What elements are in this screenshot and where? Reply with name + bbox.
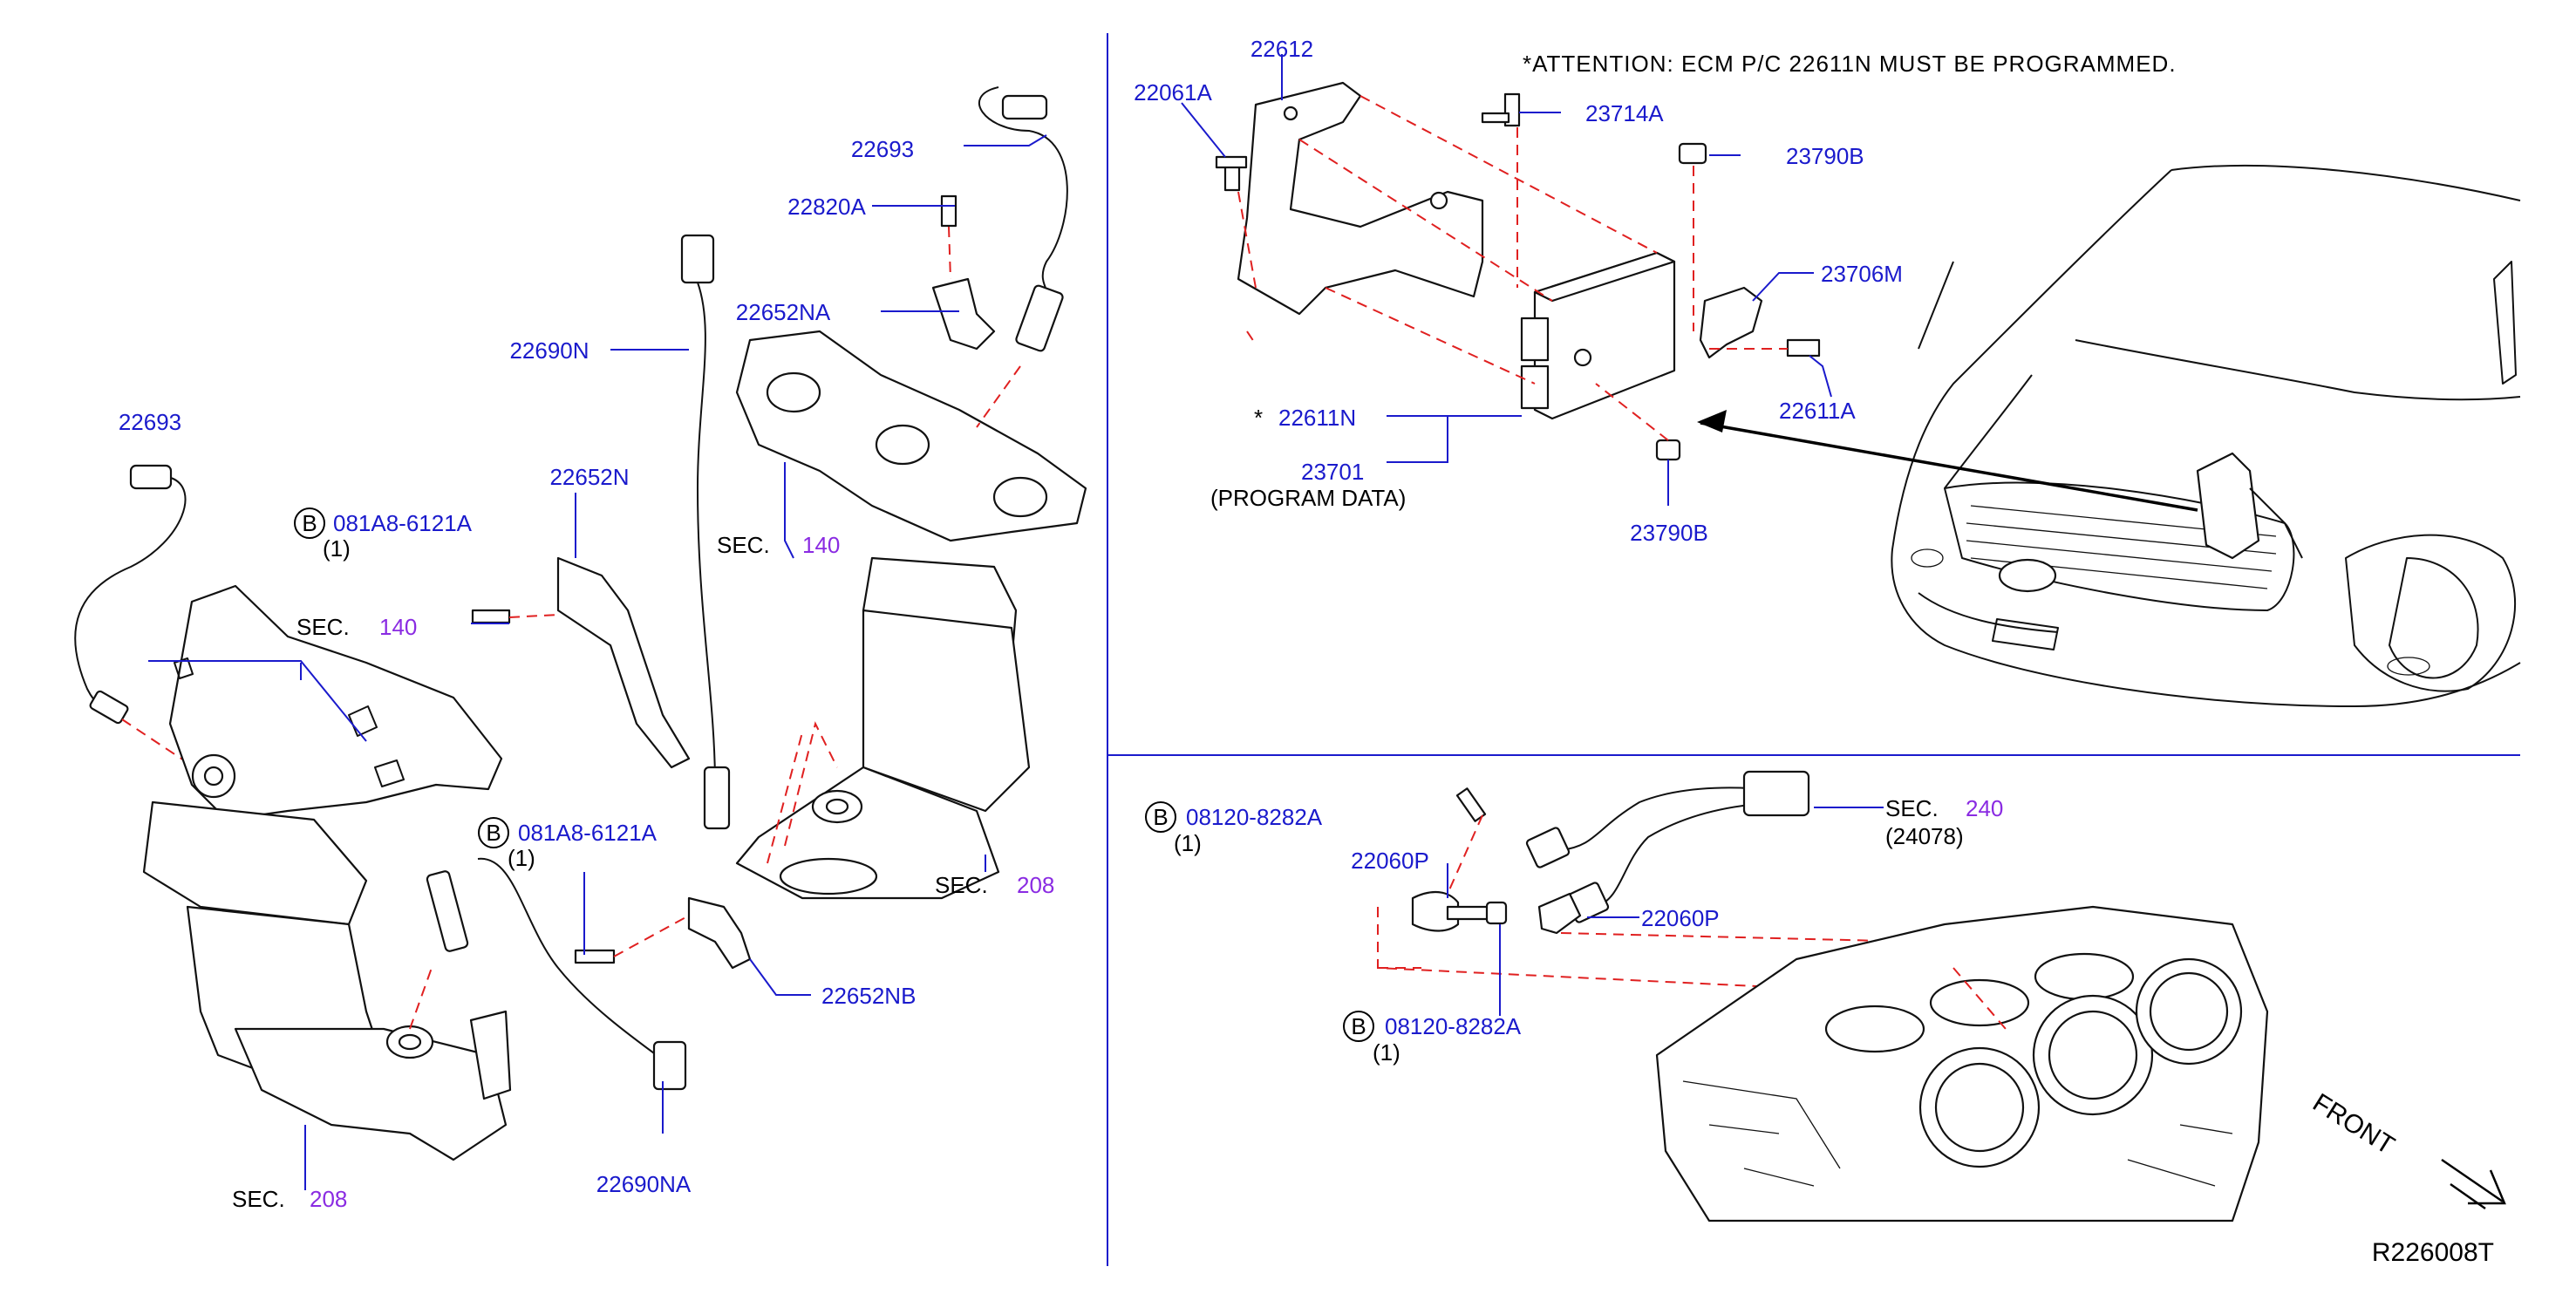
sec-240-label: 240 xyxy=(1966,795,2003,821)
part-22060P-label: 22060P xyxy=(1351,848,1429,874)
part-22690NA-label: 22690NA xyxy=(596,1171,692,1197)
converter-flange-icon xyxy=(142,800,368,926)
sec-label: SEC. xyxy=(717,532,770,558)
sensor-connector-icon xyxy=(680,234,715,284)
part-081A8-6121A-label: 081A8-6121A xyxy=(518,820,658,846)
svg-text:B: B xyxy=(1351,1013,1366,1039)
sec-label: SEC. xyxy=(296,614,350,640)
attention-note: *ATTENTION: ECM P/C 22611N MUST BE PROGR… xyxy=(1523,51,2177,77)
bracket-icon xyxy=(687,896,752,970)
part-22652N-label: 22652N xyxy=(549,464,629,490)
bolt-marker-b: B xyxy=(1343,1011,1374,1042)
ecm-bracket-icon xyxy=(1237,81,1484,316)
bolt-icon xyxy=(1786,338,1821,358)
harness-connector-icon xyxy=(1742,770,1810,817)
oxygen-sensor-icon xyxy=(703,766,731,830)
bolt-marker-b: B xyxy=(294,507,325,539)
sec-label: SEC. xyxy=(1885,795,1939,821)
program-data-label: (PROGRAM DATA) xyxy=(1210,485,1406,511)
svg-text:B: B xyxy=(486,820,501,846)
sec-label: SEC. xyxy=(232,1186,285,1212)
sensor-wire xyxy=(74,477,187,718)
arrow-head-icon xyxy=(1697,410,1727,432)
part-23701-label: 23701 xyxy=(1301,459,1364,485)
vehicle-front-icon xyxy=(1891,164,2521,707)
qty-label: (1) xyxy=(1174,830,1202,856)
asterisk-mark: * xyxy=(1254,405,1263,431)
bolt-icon xyxy=(1446,905,1491,921)
part-22693-label: 22693 xyxy=(119,409,181,435)
bolt-icon xyxy=(574,949,616,964)
part-22820A-label: 22820A xyxy=(787,194,866,220)
sensor-connector-icon xyxy=(1001,94,1048,120)
qty-label: (1) xyxy=(323,535,351,562)
ecm-bracket-small-icon xyxy=(1699,286,1763,359)
part-22612-label: 22612 xyxy=(1251,36,1313,62)
left-manifold-assembly xyxy=(74,86,1087,1161)
knock-sensor-assembly xyxy=(1377,770,2269,1222)
bolt-icon xyxy=(940,194,957,228)
part-08120-8282A-label: 08120-8282A xyxy=(1186,804,1323,830)
svg-text:B: B xyxy=(1153,804,1168,830)
knock-sensor-icon xyxy=(1411,891,1460,932)
front-arrow-icon xyxy=(2441,1158,2506,1210)
sensor-wire-4 xyxy=(477,857,681,1073)
sensor-connector-icon xyxy=(652,1040,687,1091)
part-22611A-label: 22611A xyxy=(1779,398,1856,424)
part-23790B-label: 23790B xyxy=(1630,520,1708,546)
sec-208-label: 208 xyxy=(310,1186,347,1212)
sec-208-label: 208 xyxy=(1017,872,1054,898)
bracket-icon xyxy=(931,277,996,351)
part-081A8-6121A-label: 081A8-6121A xyxy=(333,510,473,536)
sensor-wire-3 xyxy=(697,282,716,786)
location-arrow xyxy=(1700,421,2198,512)
oxygen-sensor-icon xyxy=(89,690,129,725)
part-22652NA-label: 22652NA xyxy=(736,299,831,325)
nut-icon xyxy=(1678,142,1707,165)
sensor-connector-icon xyxy=(129,464,173,490)
connector-icon xyxy=(1525,827,1571,868)
part-23714A-label: 23714A xyxy=(1585,100,1664,126)
part-23706M-label: 23706M xyxy=(1821,261,1903,287)
sec-140-label: 140 xyxy=(379,614,417,640)
part-22061A-label: 22061A xyxy=(1134,79,1212,106)
oxygen-sensor-icon xyxy=(426,870,469,952)
ecm-assembly xyxy=(1215,81,1821,461)
sec-140-label: 140 xyxy=(802,532,840,558)
bolt-icon xyxy=(471,609,511,624)
part-22611N-label: 22611N xyxy=(1278,405,1356,431)
sensor-wire-2 xyxy=(978,86,1068,302)
svg-text:B: B xyxy=(302,510,317,536)
part-22060P-label: 22060P xyxy=(1641,905,1720,931)
part-22690N-label: 22690N xyxy=(509,337,589,364)
bracket-icon xyxy=(556,556,691,769)
nut-icon xyxy=(1655,439,1681,461)
front-label: FRONT xyxy=(2307,1088,2399,1161)
part-08120-8282A-label: 08120-8282A xyxy=(1385,1013,1522,1039)
bolt-marker-b: B xyxy=(1145,801,1176,833)
knock-sensor-icon xyxy=(1537,892,1582,935)
harness-24078-label: (24078) xyxy=(1885,823,1964,849)
bolt-icon xyxy=(1455,787,1487,822)
bolt-marker-b: B xyxy=(478,817,509,848)
sec-label: SEC. xyxy=(935,872,988,898)
qty-label: (1) xyxy=(508,845,535,871)
reference-code: R226008T xyxy=(2372,1238,2494,1267)
oxygen-sensor-icon xyxy=(1015,284,1064,352)
part-22652NB-label: 22652NB xyxy=(821,983,916,1009)
part-23790B-label: 23790B xyxy=(1786,143,1864,169)
catalytic-converter-right-icon xyxy=(862,609,1031,813)
part-22693-label: 22693 xyxy=(851,136,914,162)
qty-label: (1) xyxy=(1373,1039,1400,1066)
